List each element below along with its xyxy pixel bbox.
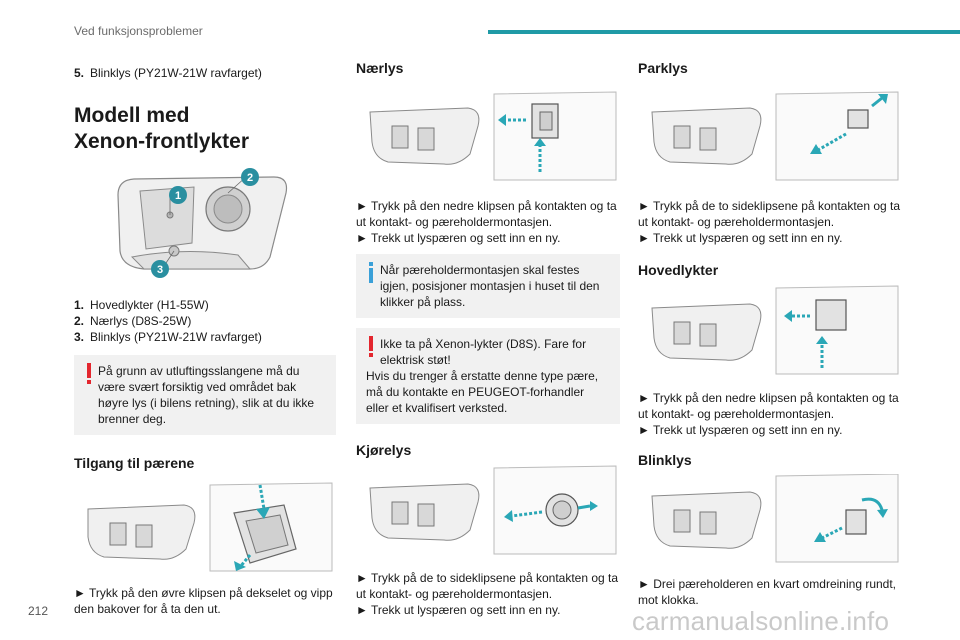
xenon-warning-note: Ikke ta på Xenon-lykter (D8S). Fare for … <box>356 328 620 424</box>
warning-exclamation-icon <box>369 336 373 357</box>
main-beam-step-1: ► Trykk på den nedre klipsen på kontakte… <box>638 391 899 421</box>
low-beam-figure <box>356 90 620 182</box>
drl-step-2: ► Trekk ut lyspæren og sett inn en ny. <box>356 603 561 617</box>
list-item-1: 1.Hovedlykter (H1-55W) <box>74 298 209 312</box>
xenon-headlamp-figure: 1 2 3 <box>74 165 336 283</box>
info-i-icon <box>369 262 373 283</box>
parking-illustration <box>651 91 899 181</box>
info-text: igjen, posisjoner montasjen i huset til … <box>380 279 600 309</box>
low-beam-step-1: ► Trykk på den nedre klipsen på kontakte… <box>356 199 617 229</box>
main-beam-step-2: ► Trekk ut lyspæren og sett inn en ny. <box>638 423 843 437</box>
running-header: Ved funksjonsproblemer <box>74 24 203 38</box>
column-1: 5.Blinklys (PY21W-21W ravfarget) Modell … <box>74 56 336 617</box>
drl-step-1: ► Trykk på de to sideklipsene på kontakt… <box>356 571 619 601</box>
callout-3: 3 <box>151 260 169 278</box>
warning-text-line1: På grunn av utluftingsslangene må du <box>98 364 300 378</box>
svg-text:3: 3 <box>157 264 163 276</box>
section-title: Modell med Xenon-frontlykter <box>74 104 250 153</box>
main-beam-heading: Hovedlykter <box>638 262 719 278</box>
low-beam-illustration <box>369 91 617 181</box>
access-illustration <box>87 482 333 572</box>
main-beam-illustration <box>651 285 899 375</box>
svg-text:1: 1 <box>175 190 181 202</box>
xenon-warning-text: Hvis du trenger å erstatte denne type pæ… <box>366 369 599 415</box>
column-2: Nærlys ► Trykk på den nedre klipsen på k… <box>356 56 620 618</box>
callout-2: 2 <box>241 168 259 186</box>
list-item-3: 3.Blinklys (PY21W-21W ravfarget) <box>74 330 262 344</box>
callout-1: 1 <box>169 186 187 204</box>
watermark: carmanualsonline.info <box>632 606 890 636</box>
xenon-warning-line1: Ikke ta på Xenon-lykter (D8S). Fare for <box>380 337 587 351</box>
access-heading: Tilgang til pærene <box>74 455 195 471</box>
indicator-heading: Blinklys <box>638 452 692 468</box>
drl-figure <box>356 464 620 556</box>
header-accent-bar <box>488 30 960 34</box>
column-3: Parklys ► Trykk på de to sideklipsene på… <box>638 56 902 608</box>
parking-step-2: ► Trekk ut lyspæren og sett inn en ny. <box>638 231 843 245</box>
parking-heading: Parklys <box>638 60 688 76</box>
xenon-warning-line2: elektrisk støt! <box>380 353 451 367</box>
list-item-2: 2.Nærlys (D8S-25W) <box>74 314 192 328</box>
page-number: 212 <box>28 604 49 618</box>
low-beam-step-2: ► Trekk ut lyspæren og sett inn en ny. <box>356 231 561 245</box>
warning-exclamation-icon <box>87 363 91 384</box>
warning-note: På grunn av utluftingsslangene må du vær… <box>74 355 336 435</box>
indicator-step-1: ► Drei pæreholderen en kvart omdreining … <box>638 577 897 607</box>
parking-step-1: ► Trykk på de to sideklipsene på kontakt… <box>638 199 901 229</box>
headlamp-illustration: 1 2 3 <box>117 168 288 278</box>
parking-figure <box>638 90 902 182</box>
warning-text: være svært forsiktig ved området bak høy… <box>98 380 315 426</box>
access-figure <box>74 479 336 573</box>
indicator-figure <box>638 474 902 564</box>
drl-heading: Kjørelys <box>356 442 412 458</box>
main-beam-figure <box>638 284 902 376</box>
list-item-5: 5.Blinklys (PY21W-21W ravfarget) <box>74 66 262 80</box>
low-beam-heading: Nærlys <box>356 60 404 76</box>
indicator-illustration <box>651 474 899 563</box>
info-note: Når pæreholdermontasjen skal festes igje… <box>356 254 620 318</box>
bulb-list: 1.Hovedlykter (H1-55W) 2.Nærlys (D8S-25W… <box>74 297 336 345</box>
access-step: ► Trykk på den øvre klipsen på dekselet … <box>74 586 333 616</box>
drl-illustration <box>369 465 617 555</box>
svg-text:2: 2 <box>247 172 253 184</box>
info-text-line1: Når pæreholdermontasjen skal festes <box>380 263 580 277</box>
